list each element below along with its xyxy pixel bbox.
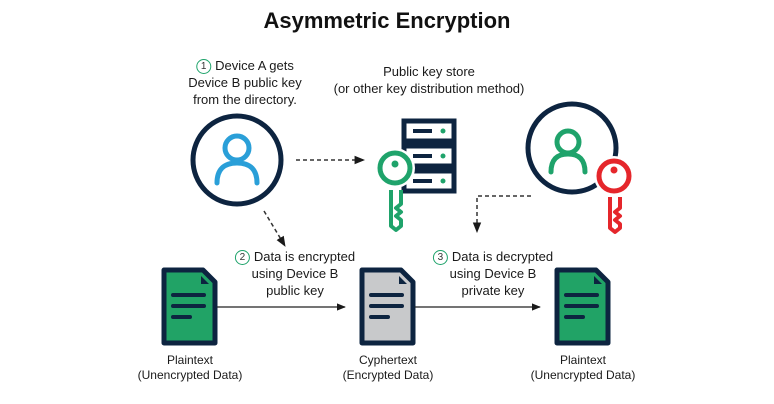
plaintext-document-icon	[161, 267, 218, 346]
arrow-b-to-decrypt	[472, 195, 531, 234]
key-store-text: Public key store (or other key distribut…	[333, 64, 525, 96]
cyphertext-document-icon	[359, 267, 416, 346]
cyphertext-label: Cyphertext (Encrypted Data)	[342, 353, 434, 382]
plaintext-label: Plaintext (Unencrypted Data)	[137, 353, 243, 382]
step3-number: 3	[432, 250, 448, 265]
server-icon	[401, 118, 457, 194]
step2-number: 2	[234, 250, 250, 265]
device-a-user-icon	[190, 113, 284, 207]
decrypted-plaintext-document-icon	[554, 267, 611, 346]
page-title: Asymmetric Encryption	[263, 8, 511, 33]
public-key-icon	[375, 148, 415, 232]
arrow-a-to-encrypt	[263, 210, 286, 247]
device-b-user-icon	[525, 101, 619, 195]
step1-number: 1	[196, 59, 212, 74]
decrypted-plaintext-label: Plaintext (Unencrypted Data)	[530, 353, 636, 382]
private-key-icon	[594, 156, 634, 234]
